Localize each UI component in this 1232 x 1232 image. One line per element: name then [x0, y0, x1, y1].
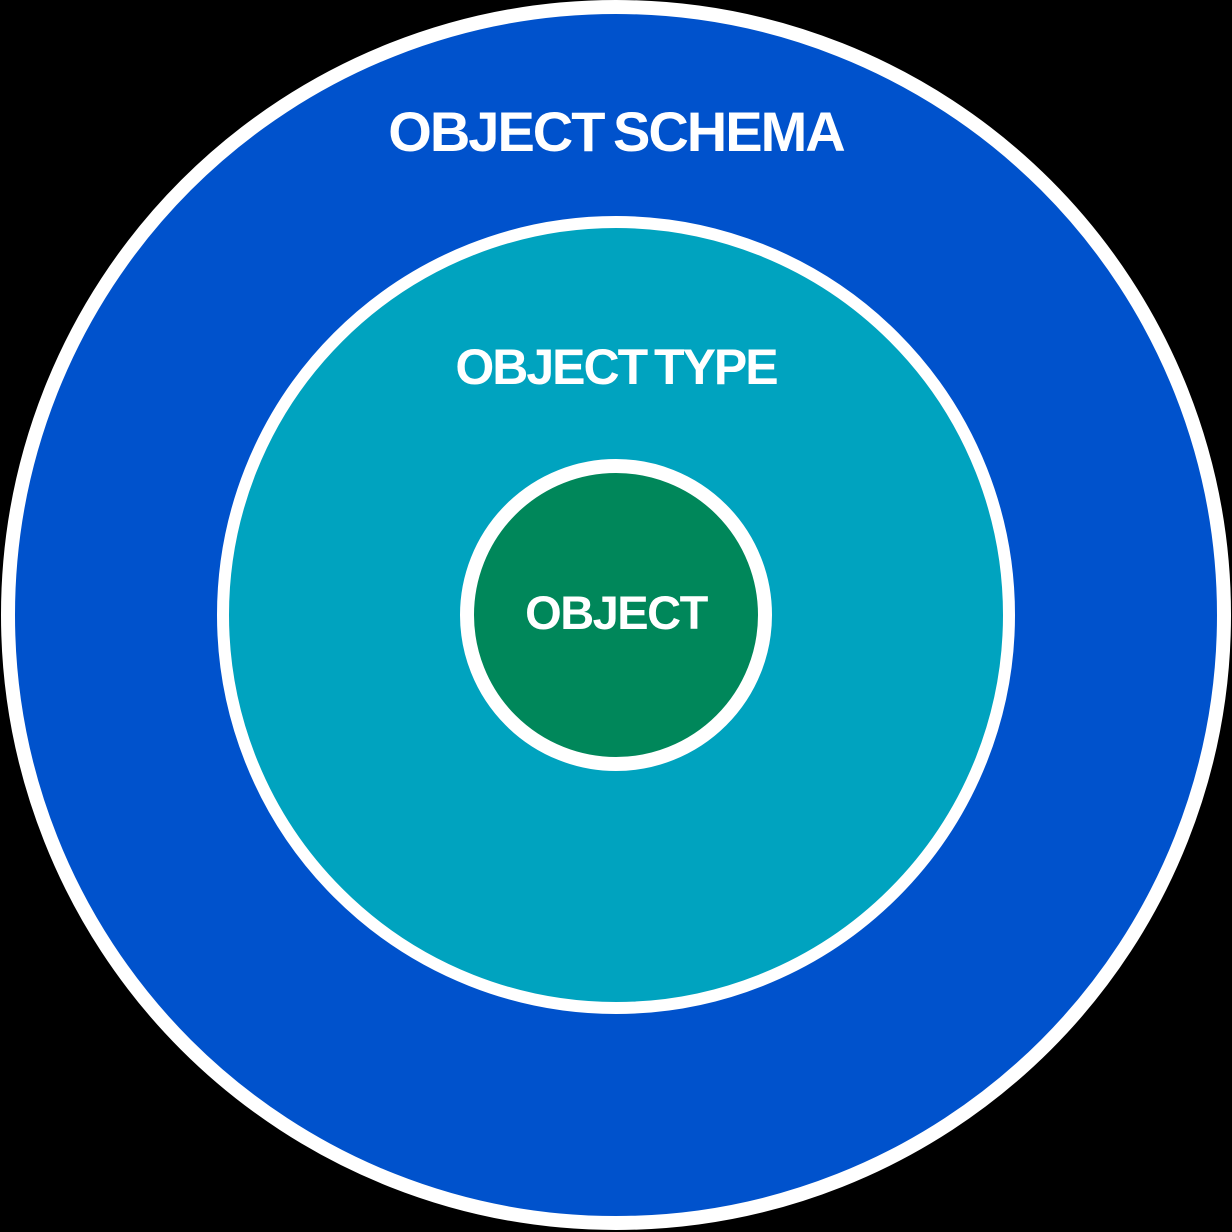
object-label: OBJECT [525, 586, 708, 639]
object-type-label: OBJECT TYPE [455, 339, 778, 395]
object-schema-label: OBJECT SCHEMA [388, 100, 845, 163]
